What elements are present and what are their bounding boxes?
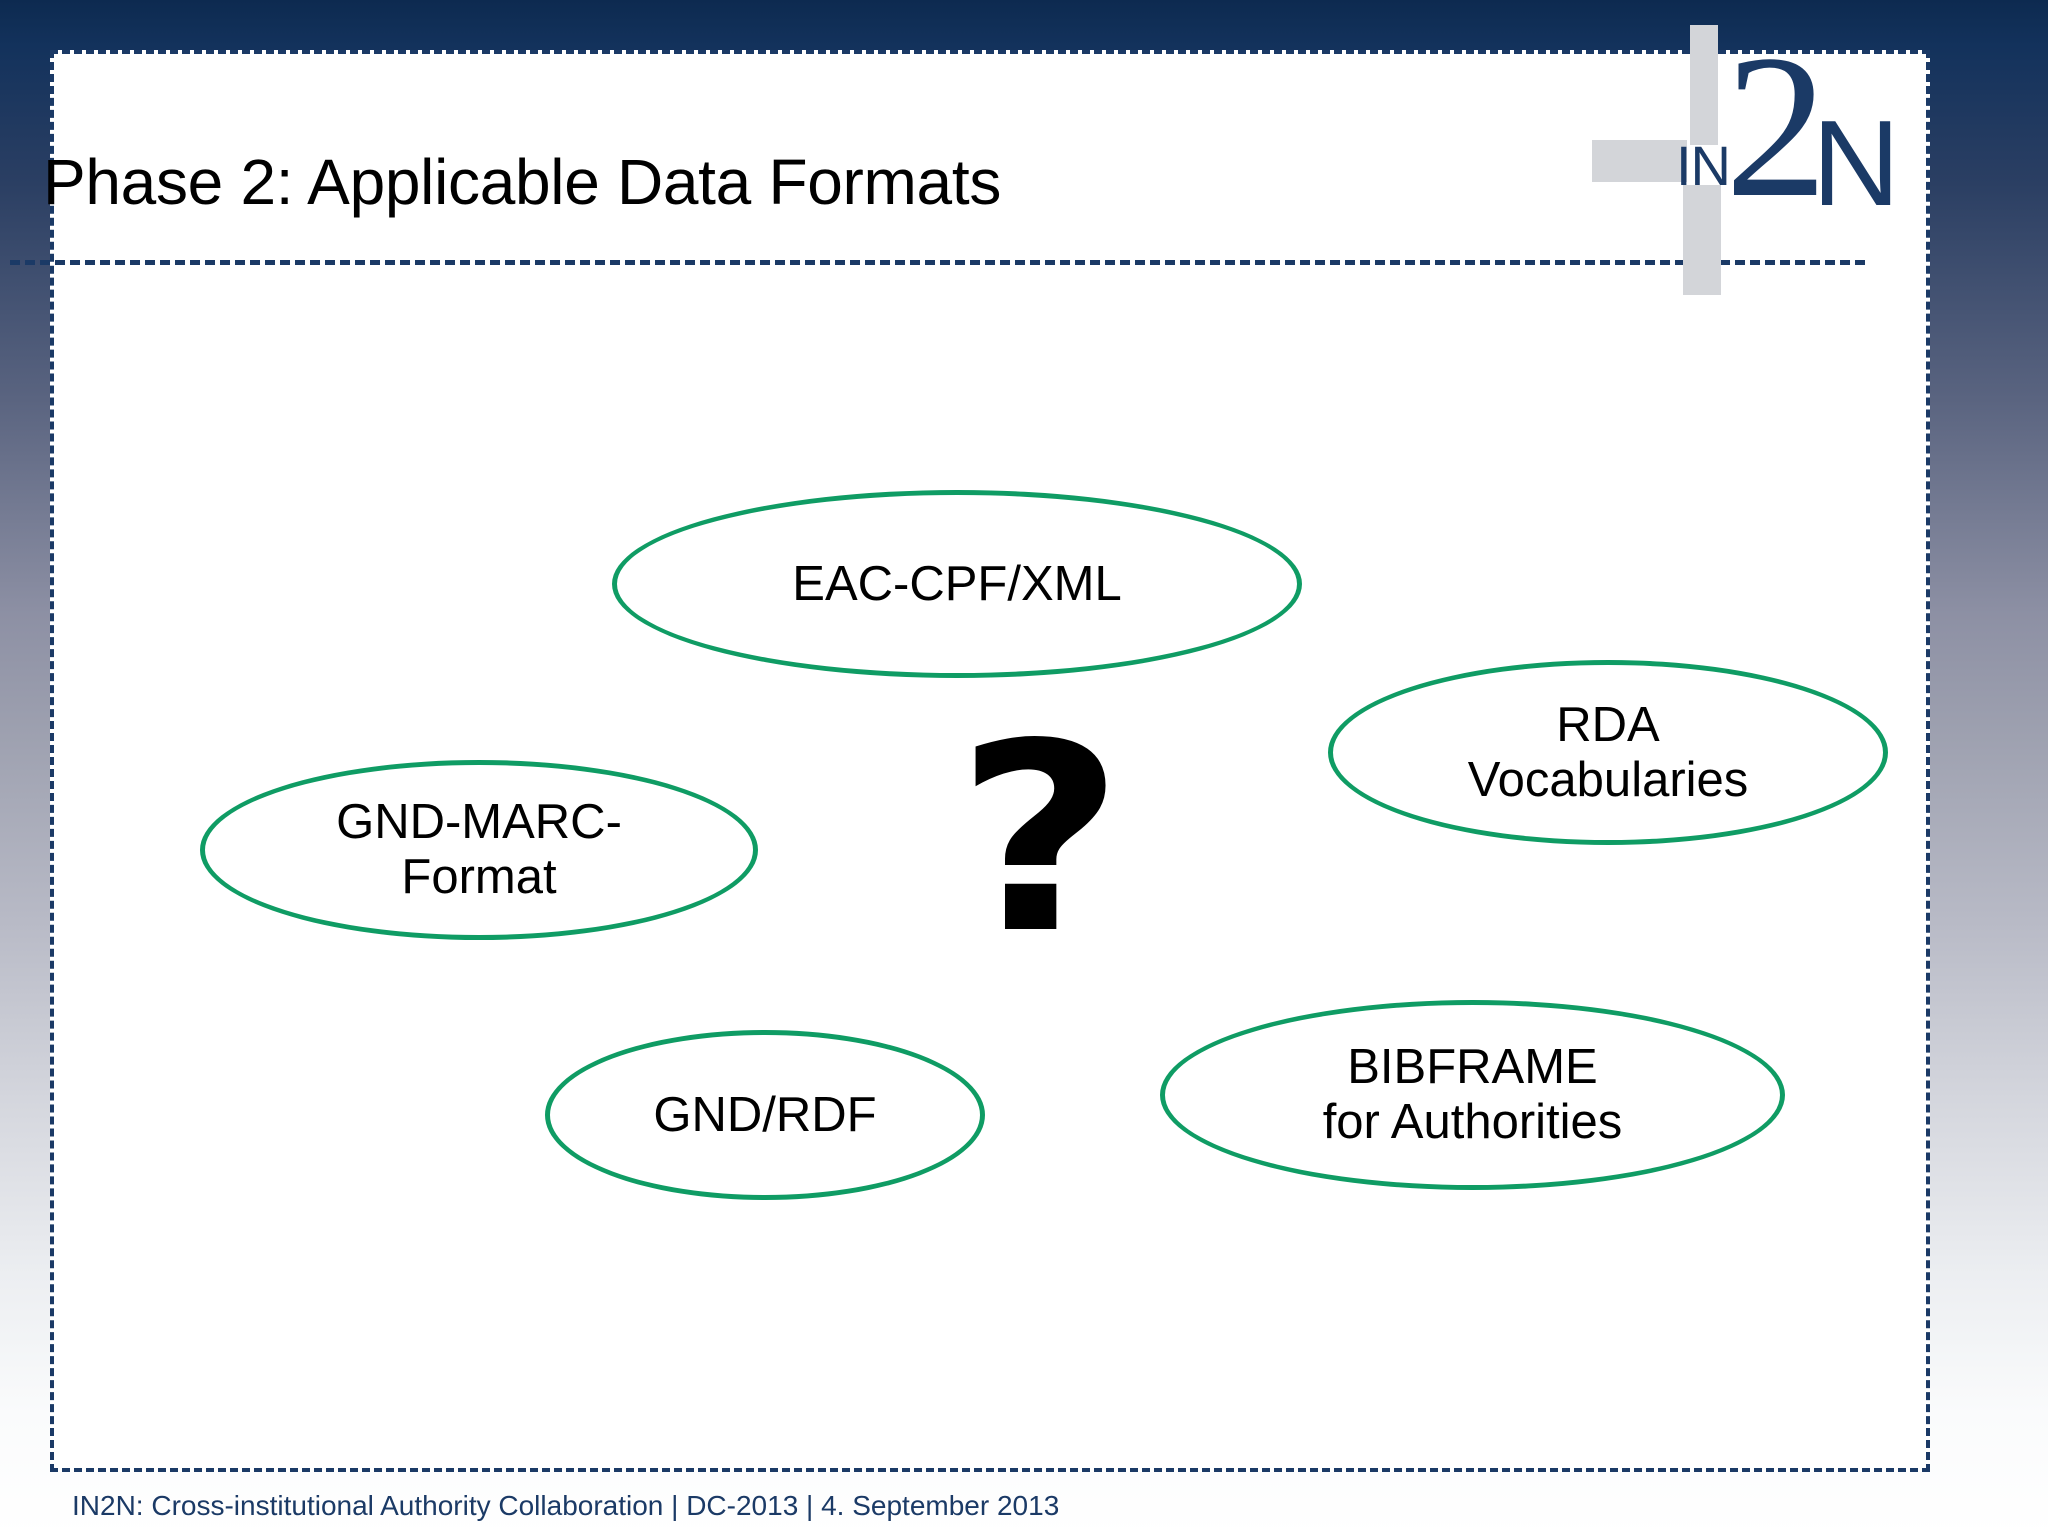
- slide-footer: IN2N: Cross-institutional Authority Coll…: [72, 1490, 1060, 1521]
- logo-text-n: N: [1812, 95, 1901, 231]
- title-divider: [10, 260, 1865, 265]
- in2n-logo: IN 2 N: [1590, 10, 1900, 295]
- logo-text-two: 2: [1725, 13, 1828, 240]
- logo-gray-vertical-bar-top: [1690, 25, 1718, 145]
- logo-gray-horizontal-bar: [1592, 140, 1687, 182]
- logo-gray-vertical-bar-bottom: [1683, 185, 1721, 295]
- page-title: Phase 2: Applicable Data Formats: [43, 146, 1002, 218]
- logo-text-in: IN: [1676, 134, 1731, 197]
